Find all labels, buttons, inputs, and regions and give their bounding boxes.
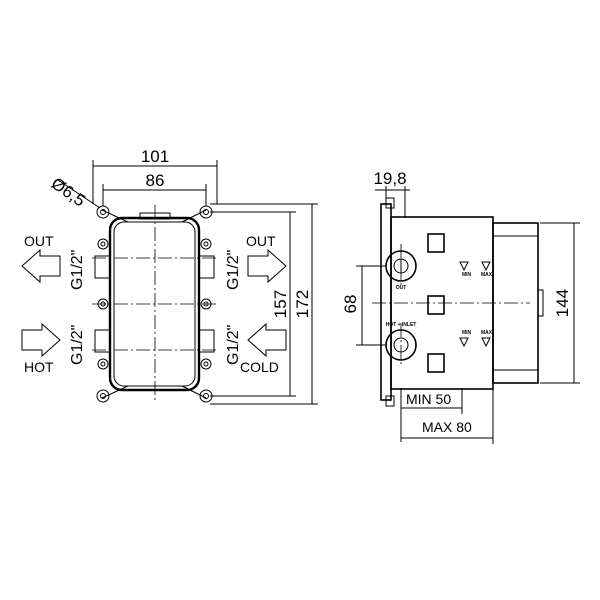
pipe-stub-upper-left <box>94 255 111 279</box>
side-port-square-bottom <box>427 353 445 373</box>
thread-label-upper-left: G1/2" <box>69 250 86 290</box>
dimension-max-80-label: MAX 80 <box>422 419 472 435</box>
side-front-plate <box>380 203 392 401</box>
dimension-68: 68 <box>341 265 386 346</box>
side-rear-cap <box>537 289 544 317</box>
thread-label-lower-left: G1/2" <box>69 325 86 365</box>
side-hole-upper-right <box>200 238 212 250</box>
dimension-172-label: 172 <box>293 290 312 318</box>
side-hole-lower-left <box>97 358 109 370</box>
side-label-out: OUT <box>396 285 407 291</box>
flange-plate <box>101 209 207 399</box>
side-front-tab-top <box>385 197 395 209</box>
dimension-86-label: 86 <box>146 171 165 190</box>
label-out-right: OUT <box>246 233 276 249</box>
side-hole-lower-right <box>200 358 212 370</box>
marker-max-top: MAX <box>481 261 493 278</box>
dimension-68-label: 68 <box>341 295 360 314</box>
dimension-144-label: 144 <box>553 289 572 317</box>
label-out-left: OUT <box>24 233 54 249</box>
dimension-157-label: 157 <box>271 290 290 318</box>
label-hot: HOT <box>24 359 54 375</box>
dimension-max-80: MAX 80 <box>401 388 494 444</box>
dimension-172: 172 <box>210 203 318 405</box>
pipe-stub-lower-left <box>94 329 111 353</box>
dimension-101-label: 101 <box>141 147 169 166</box>
dimension-19-8: 19,8 <box>373 169 410 218</box>
dimension-min-50-label: MIN 50 <box>406 391 451 407</box>
dimension-101: 101 <box>92 147 218 204</box>
arrow-out-right: OUT <box>246 233 287 284</box>
pipe-stub-lower-right <box>198 329 215 353</box>
marker-min-top: MIN <box>459 261 472 278</box>
front-view: 101 86 Ø6,5 157 172 <box>21 147 318 405</box>
dimension-157: 157 <box>210 211 296 397</box>
label-cold: COLD <box>240 359 279 375</box>
arrow-cold: COLD <box>240 322 287 375</box>
side-view: OUT HOT + INLET MIN MAX MIN MAX <box>341 169 580 444</box>
dimension-min-50: MIN 50 <box>400 388 463 442</box>
pipe-stub-upper-right <box>198 255 215 279</box>
arrow-out-left: OUT <box>21 233 61 284</box>
arrow-hot: HOT <box>21 322 61 375</box>
marker-min-bottom-label: MIN <box>462 330 472 336</box>
side-front-tab-bottom <box>385 395 395 407</box>
marker-max-top-label: MAX <box>481 272 493 278</box>
dimension-hole-diameter: Ø6,5 <box>48 174 101 211</box>
marker-min-bottom: MIN <box>459 330 472 348</box>
thread-label-lower-right: G1/2" <box>225 325 242 365</box>
hole-diameter-label: Ø6,5 <box>48 174 89 211</box>
mounting-hole-bottom-left <box>96 389 110 403</box>
dimension-144: 144 <box>540 222 580 384</box>
marker-min-top-label: MIN <box>462 272 472 278</box>
marker-max-bottom-label: MAX <box>481 330 493 336</box>
marker-max-bottom: MAX <box>481 330 493 348</box>
side-port-square-top <box>427 233 445 253</box>
thread-label-upper-right: G1/2" <box>225 250 242 290</box>
side-port-square-middle <box>427 295 445 315</box>
side-hole-upper-left <box>97 238 109 250</box>
dimension-19-8-label: 19,8 <box>373 169 406 188</box>
dimension-86: 86 <box>102 171 207 206</box>
